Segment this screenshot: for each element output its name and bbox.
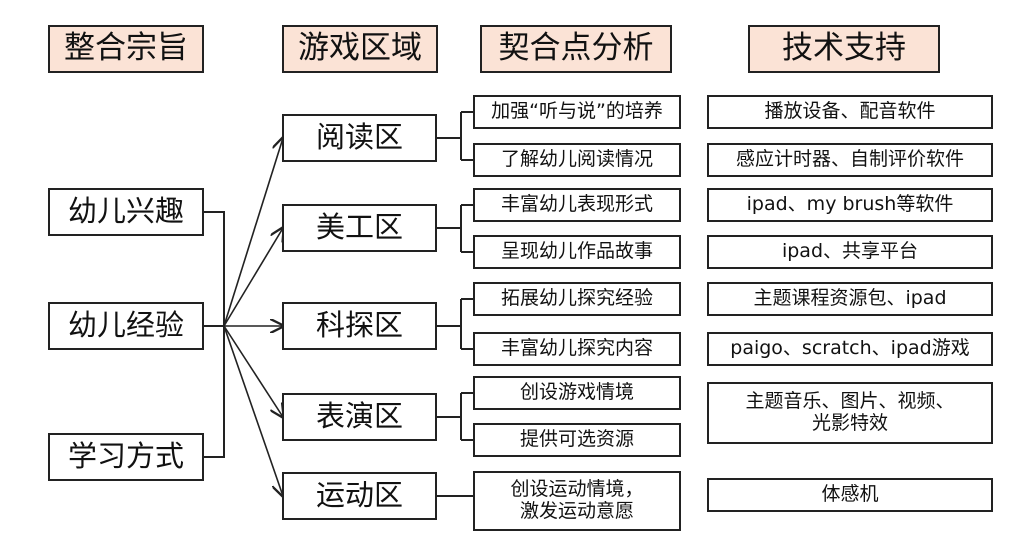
header-tech-support: 技术支持 <box>748 25 940 73</box>
arrow-to-zone-5 <box>223 325 283 496</box>
zone-2-bracket <box>437 204 473 253</box>
arrow-to-zone-4 <box>223 325 283 417</box>
point-science-2: 丰富幼儿探究内容 <box>473 332 681 366</box>
tech-sports-1: 体感机 <box>707 478 993 512</box>
header-zone: 游戏区域 <box>282 25 438 73</box>
tech-reading-2: 感应计时器、自制评价软件 <box>707 143 993 177</box>
zone-1-bracket <box>437 111 473 161</box>
tech-reading-1: 播放设备、配音软件 <box>707 95 993 129</box>
point-art-2: 呈现幼儿作品故事 <box>473 235 681 269</box>
zone-performance: 表演区 <box>282 393 437 441</box>
point-art-1: 丰富幼儿表现形式 <box>473 188 681 222</box>
point-science-1: 拓展幼儿探究经验 <box>473 282 681 316</box>
tech-performance-1: 主题音乐、图片、视频、 光影特效 <box>707 382 993 444</box>
point-reading-1: 加强“听与说”的培养 <box>473 95 681 129</box>
point-sports-1: 创设运动情境， 激发运动意愿 <box>473 471 681 531</box>
point-performance-1: 创设游戏情境 <box>473 376 681 410</box>
source-experience: 幼儿经验 <box>48 302 204 350</box>
source-learning-style: 学习方式 <box>48 433 204 481</box>
tech-science-2: paigo、scratch、ipad游戏 <box>707 332 993 366</box>
zone-4-bracket <box>437 392 473 441</box>
point-reading-2: 了解幼儿阅读情况 <box>473 143 681 177</box>
arrow-to-zone-2 <box>223 228 283 327</box>
tech-art-2: ipad、共享平台 <box>707 235 993 269</box>
arrow-to-zone-1 <box>223 138 283 327</box>
header-purpose: 整合宗旨 <box>48 25 204 73</box>
zone-3-bracket <box>437 298 473 350</box>
zone-art: 美工区 <box>282 204 437 252</box>
source-bracket <box>204 211 225 458</box>
zone-sports: 运动区 <box>282 472 437 520</box>
point-performance-2: 提供可选资源 <box>473 423 681 457</box>
zone-science: 科探区 <box>282 302 437 350</box>
tech-science-1: 主题课程资源包、ipad <box>707 282 993 316</box>
header-fit-analysis: 契合点分析 <box>480 25 672 73</box>
zone-reading: 阅读区 <box>282 114 437 162</box>
tech-art-1: ipad、my brush等软件 <box>707 188 993 222</box>
source-interest: 幼儿兴趣 <box>48 188 204 236</box>
